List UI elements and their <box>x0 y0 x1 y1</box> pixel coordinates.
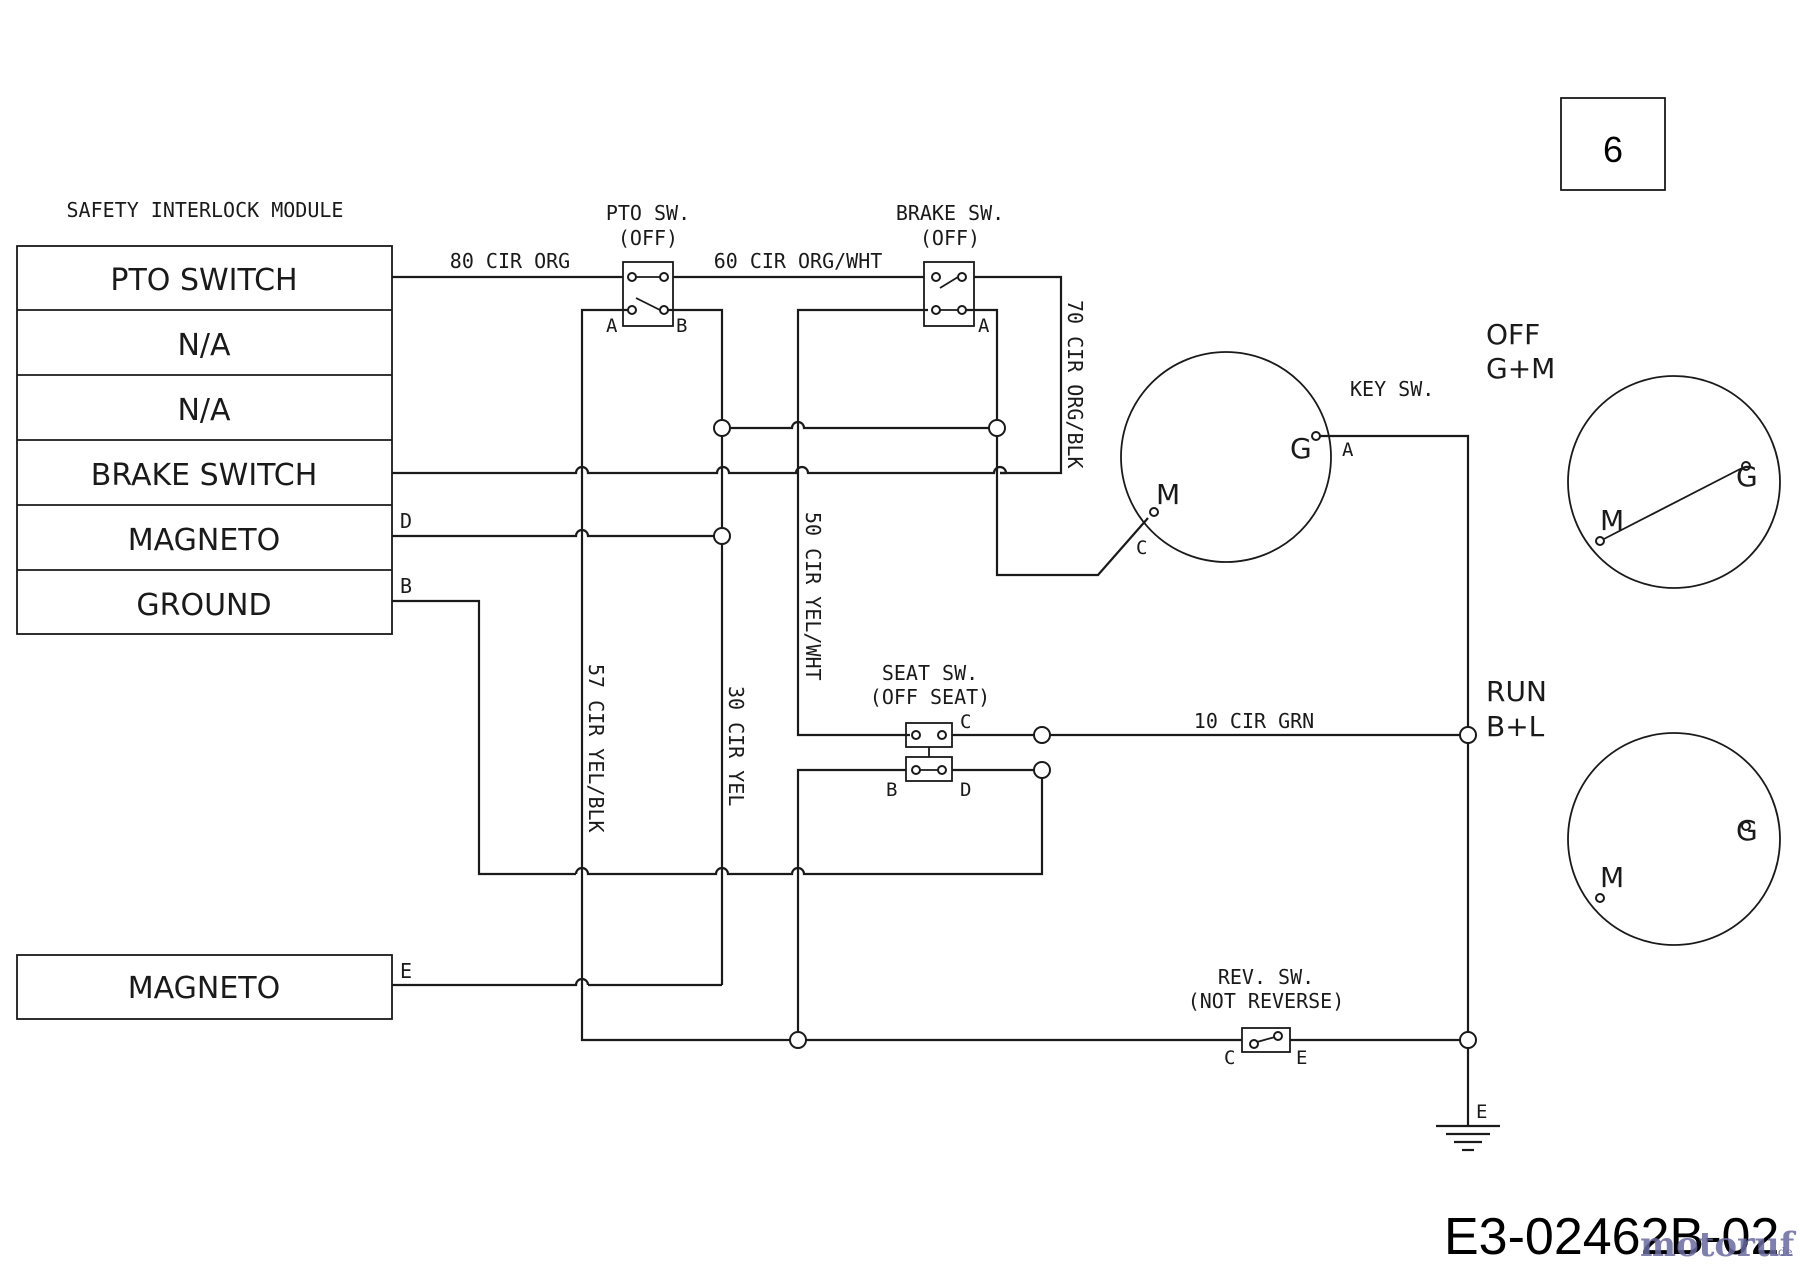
brake-switch-state: (OFF) <box>920 226 980 250</box>
pto-switch-title: PTO SW. <box>606 201 690 225</box>
module-row-ground: GROUND <box>136 588 271 623</box>
brake-switch-term-a: A <box>978 315 990 337</box>
pto-switch-term-a: A <box>606 315 618 337</box>
rev-switch-state: (NOT REVERSE) <box>1188 989 1345 1013</box>
run-connection-label: B+L <box>1486 710 1545 743</box>
junction-nodes <box>713 419 1477 1049</box>
off-term-g: G <box>1736 460 1758 493</box>
module-row-magneto: MAGNETO <box>128 523 280 558</box>
rev-switch-term-e: E <box>1296 1047 1307 1069</box>
junction-node <box>1033 761 1051 779</box>
safety-interlock-module: SAFETY INTERLOCK MODULE PTO SWITCH N/A N… <box>16 198 412 635</box>
wire-label-30: 30 CIR YEL <box>724 686 748 806</box>
key-switch-term-c: C <box>1136 537 1147 559</box>
key-switch-term-g: G <box>1290 432 1312 465</box>
run-label: RUN <box>1486 675 1547 708</box>
wires <box>392 275 1500 1152</box>
key-switch-term-m: M <box>1156 478 1180 511</box>
wire-label-70: 70 CIR ORG/BLK <box>1063 300 1087 469</box>
off-connection-label: G+M <box>1486 352 1555 385</box>
junction-node <box>713 527 731 545</box>
ground-terminal-label: E <box>1476 1101 1487 1123</box>
seat-switch-term-b: B <box>886 779 897 801</box>
terminal-d: D <box>400 509 412 533</box>
run-term-g: G <box>1736 814 1758 847</box>
page-number: 6 <box>1603 129 1623 170</box>
seat-switch-term-c: C <box>960 711 971 733</box>
key-position-off: OFF G+M M G <box>1486 318 1781 589</box>
magneto-label: MAGNETO <box>128 971 280 1006</box>
magneto-box: MAGNETO E <box>16 954 412 1020</box>
module-row-na-2: N/A <box>177 393 231 428</box>
watermark-logo: motoruf <box>1640 1225 1797 1265</box>
module-title: SAFETY INTERLOCK MODULE <box>67 198 344 222</box>
off-term-m: M <box>1600 504 1624 537</box>
module-row-brake-switch: BRAKE SWITCH <box>91 458 318 493</box>
terminal-b: B <box>400 574 412 598</box>
pto-switch: PTO SW. (OFF) A B <box>606 201 690 337</box>
key-switch: KEY SW. G A M C <box>1120 351 1434 563</box>
module-row-na-1: N/A <box>177 328 231 363</box>
module-row-pto-switch: PTO SWITCH <box>110 263 297 298</box>
key-switch-term-a: A <box>1342 439 1354 461</box>
seat-switch-title: SEAT SW. <box>882 661 978 685</box>
wire-label-10: 10 CIR GRN <box>1194 709 1314 733</box>
rev-switch-term-c: C <box>1224 1047 1235 1069</box>
junction-node <box>988 419 1006 437</box>
wire-label-57: 57 CIR YEL/BLK <box>584 664 608 833</box>
wire-label-60: 60 CIR ORG/WHT <box>714 249 883 273</box>
pto-switch-state: (OFF) <box>618 226 678 250</box>
junction-node <box>713 419 731 437</box>
run-term-m: M <box>1600 861 1624 894</box>
seat-switch: SEAT SW. (OFF SEAT) C B D <box>870 661 990 801</box>
junction-node <box>789 1031 807 1049</box>
key-switch-title: KEY SW. <box>1350 377 1434 401</box>
part-number: E3-02462B-02 <box>1444 1208 1779 1266</box>
pto-switch-term-b: B <box>676 315 687 337</box>
off-label: OFF <box>1486 318 1540 351</box>
reverse-switch: REV. SW. (NOT REVERSE) C E <box>1188 965 1345 1069</box>
page-number-box: 6 <box>1560 97 1666 191</box>
seat-switch-term-d: D <box>960 779 971 801</box>
junction-node <box>1459 726 1477 744</box>
wire-label-50: 50 CIR YEL/WHT <box>801 512 825 681</box>
seat-switch-state: (OFF SEAT) <box>870 685 990 709</box>
junction-node <box>1459 1031 1477 1049</box>
watermark-suffix: .de <box>1774 1245 1793 1259</box>
wire-label-80: 80 CIR ORG <box>450 249 570 273</box>
wire-labels: 80 CIR ORG 60 CIR ORG/WHT 10 CIR GRN 70 … <box>450 249 1314 833</box>
brake-switch-title: BRAKE SW. <box>896 201 1004 225</box>
brake-switch: BRAKE SW. (OFF) A <box>896 201 1004 337</box>
junction-node <box>1033 726 1051 744</box>
key-position-run: RUN B+L M G <box>1486 675 1781 946</box>
magneto-terminal-e: E <box>400 959 412 983</box>
rev-switch-title: REV. SW. <box>1218 965 1314 989</box>
